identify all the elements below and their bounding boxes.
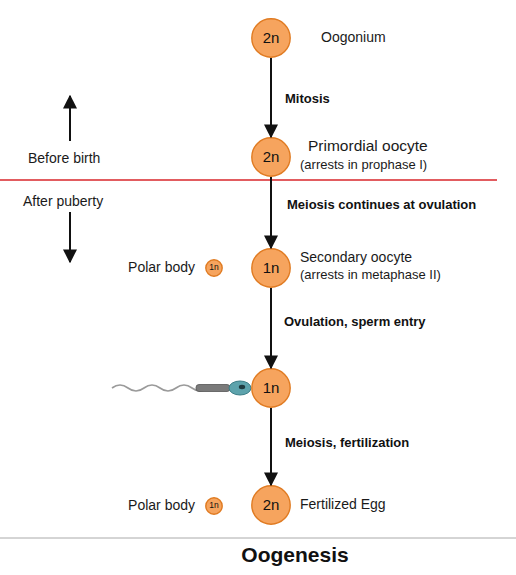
ploidy-label: 1n bbox=[205, 259, 223, 277]
sperm-tail bbox=[112, 385, 208, 391]
period-label: After puberty bbox=[23, 193, 103, 209]
time-arrow bbox=[69, 212, 71, 262]
cell-circle: 1nSecondary oocyte(arrests in metaphase … bbox=[251, 248, 291, 288]
cell-circle: 2nFertilized Egg bbox=[251, 485, 291, 525]
cell-name: (arrests in metaphase II) bbox=[300, 268, 441, 283]
process-label: Meiosis continues at ovulation bbox=[287, 196, 476, 211]
process-arrow bbox=[270, 288, 272, 368]
cell-shape bbox=[206, 260, 222, 276]
process-arrow bbox=[270, 58, 272, 137]
cell-name: Secondary oocyte bbox=[300, 249, 412, 265]
cell-shape bbox=[206, 498, 222, 514]
ploidy-label: 1n bbox=[251, 368, 291, 408]
figure-caption: Oogenesis bbox=[241, 543, 348, 567]
process-label: Ovulation, sperm entry bbox=[284, 314, 426, 329]
polar-body-cell: 1nPolar body bbox=[205, 259, 223, 277]
process-arrow bbox=[270, 177, 272, 248]
ploidy-label: 1n bbox=[205, 497, 223, 515]
ploidy-label: 2n bbox=[251, 18, 291, 58]
cell-circle: 2nPrimordial oocyte(arrests in prophase … bbox=[251, 137, 291, 177]
cell-circle: 2nOogonium bbox=[251, 18, 291, 58]
divider-line bbox=[0, 179, 497, 181]
cell-shape bbox=[252, 486, 290, 524]
cell-name: Polar body bbox=[128, 259, 195, 275]
process-arrow bbox=[270, 408, 272, 485]
polar-body-cell: 1nPolar body bbox=[205, 497, 223, 515]
caption-rule bbox=[0, 538, 516, 539]
cell-name: (arrests in prophase I) bbox=[300, 158, 427, 173]
ploidy-label: 1n bbox=[251, 248, 291, 288]
cell-name: Oogonium bbox=[321, 29, 386, 45]
ploidy-label: 2n bbox=[251, 137, 291, 177]
cell-shape bbox=[252, 369, 290, 407]
cell-shape bbox=[252, 138, 290, 176]
sperm-midpiece bbox=[196, 385, 230, 392]
ploidy-label: 2n bbox=[251, 485, 291, 525]
process-label: Mitosis bbox=[285, 90, 330, 105]
cell-shape bbox=[252, 249, 290, 287]
cell-name: Polar body bbox=[128, 497, 195, 513]
sperm-head bbox=[229, 381, 251, 395]
period-label: Before birth bbox=[28, 150, 100, 166]
cell-name: Primordial oocyte bbox=[308, 137, 428, 155]
sperm-nucleus bbox=[239, 385, 245, 389]
cell-name: Fertilized Egg bbox=[300, 496, 386, 512]
process-label: Meiosis, fertilization bbox=[285, 434, 409, 449]
cell-circle: 1n bbox=[251, 368, 291, 408]
cell-shape bbox=[252, 19, 290, 57]
time-arrow bbox=[69, 96, 71, 141]
